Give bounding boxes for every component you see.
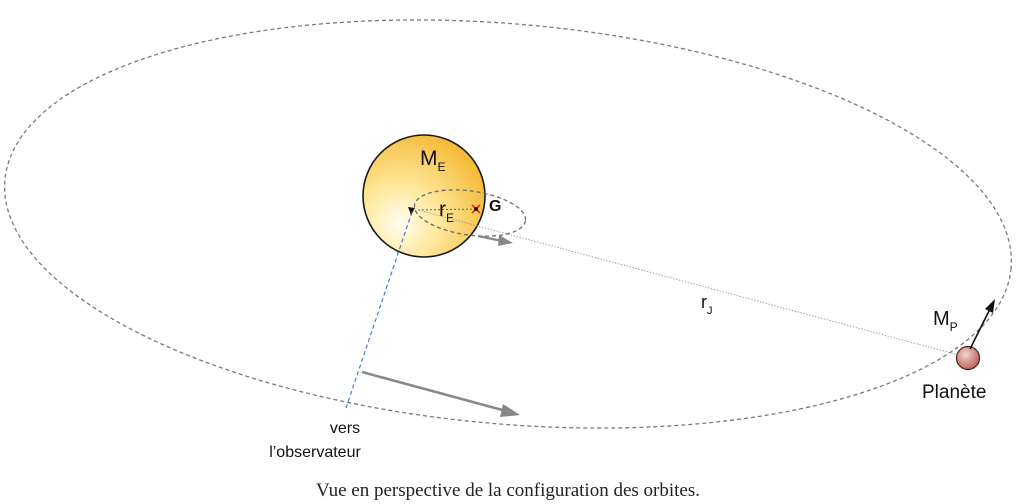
figure-caption: Vue en perspective de la configuration d… xyxy=(316,480,700,501)
star-radius-label: rE xyxy=(439,198,454,225)
observer-label-line2: l’observateur xyxy=(269,444,361,461)
planet-disc-icon xyxy=(955,345,981,371)
planet-label: Planète xyxy=(922,382,986,403)
observer-line xyxy=(345,211,413,409)
star-disc-icon xyxy=(362,134,486,258)
star-orbit xyxy=(413,189,527,237)
planet-velocity-arrow-icon xyxy=(969,299,995,350)
star-motion-arrow-icon xyxy=(477,234,513,246)
observer-arrowhead-icon xyxy=(408,207,415,215)
planet-mass-label: MP xyxy=(933,308,958,334)
planet-motion-arrow-icon xyxy=(361,370,520,417)
star-mass-label: ME xyxy=(420,147,446,174)
barycenter-label: G xyxy=(489,198,501,215)
planet-distance-label: rJ xyxy=(701,292,713,317)
observer-label-line1: vers xyxy=(330,420,360,437)
barycenter-cross-icon xyxy=(471,204,481,214)
star-radius-line xyxy=(417,208,477,211)
planet-distance-line xyxy=(417,209,967,358)
planet-orbit xyxy=(3,19,1013,429)
